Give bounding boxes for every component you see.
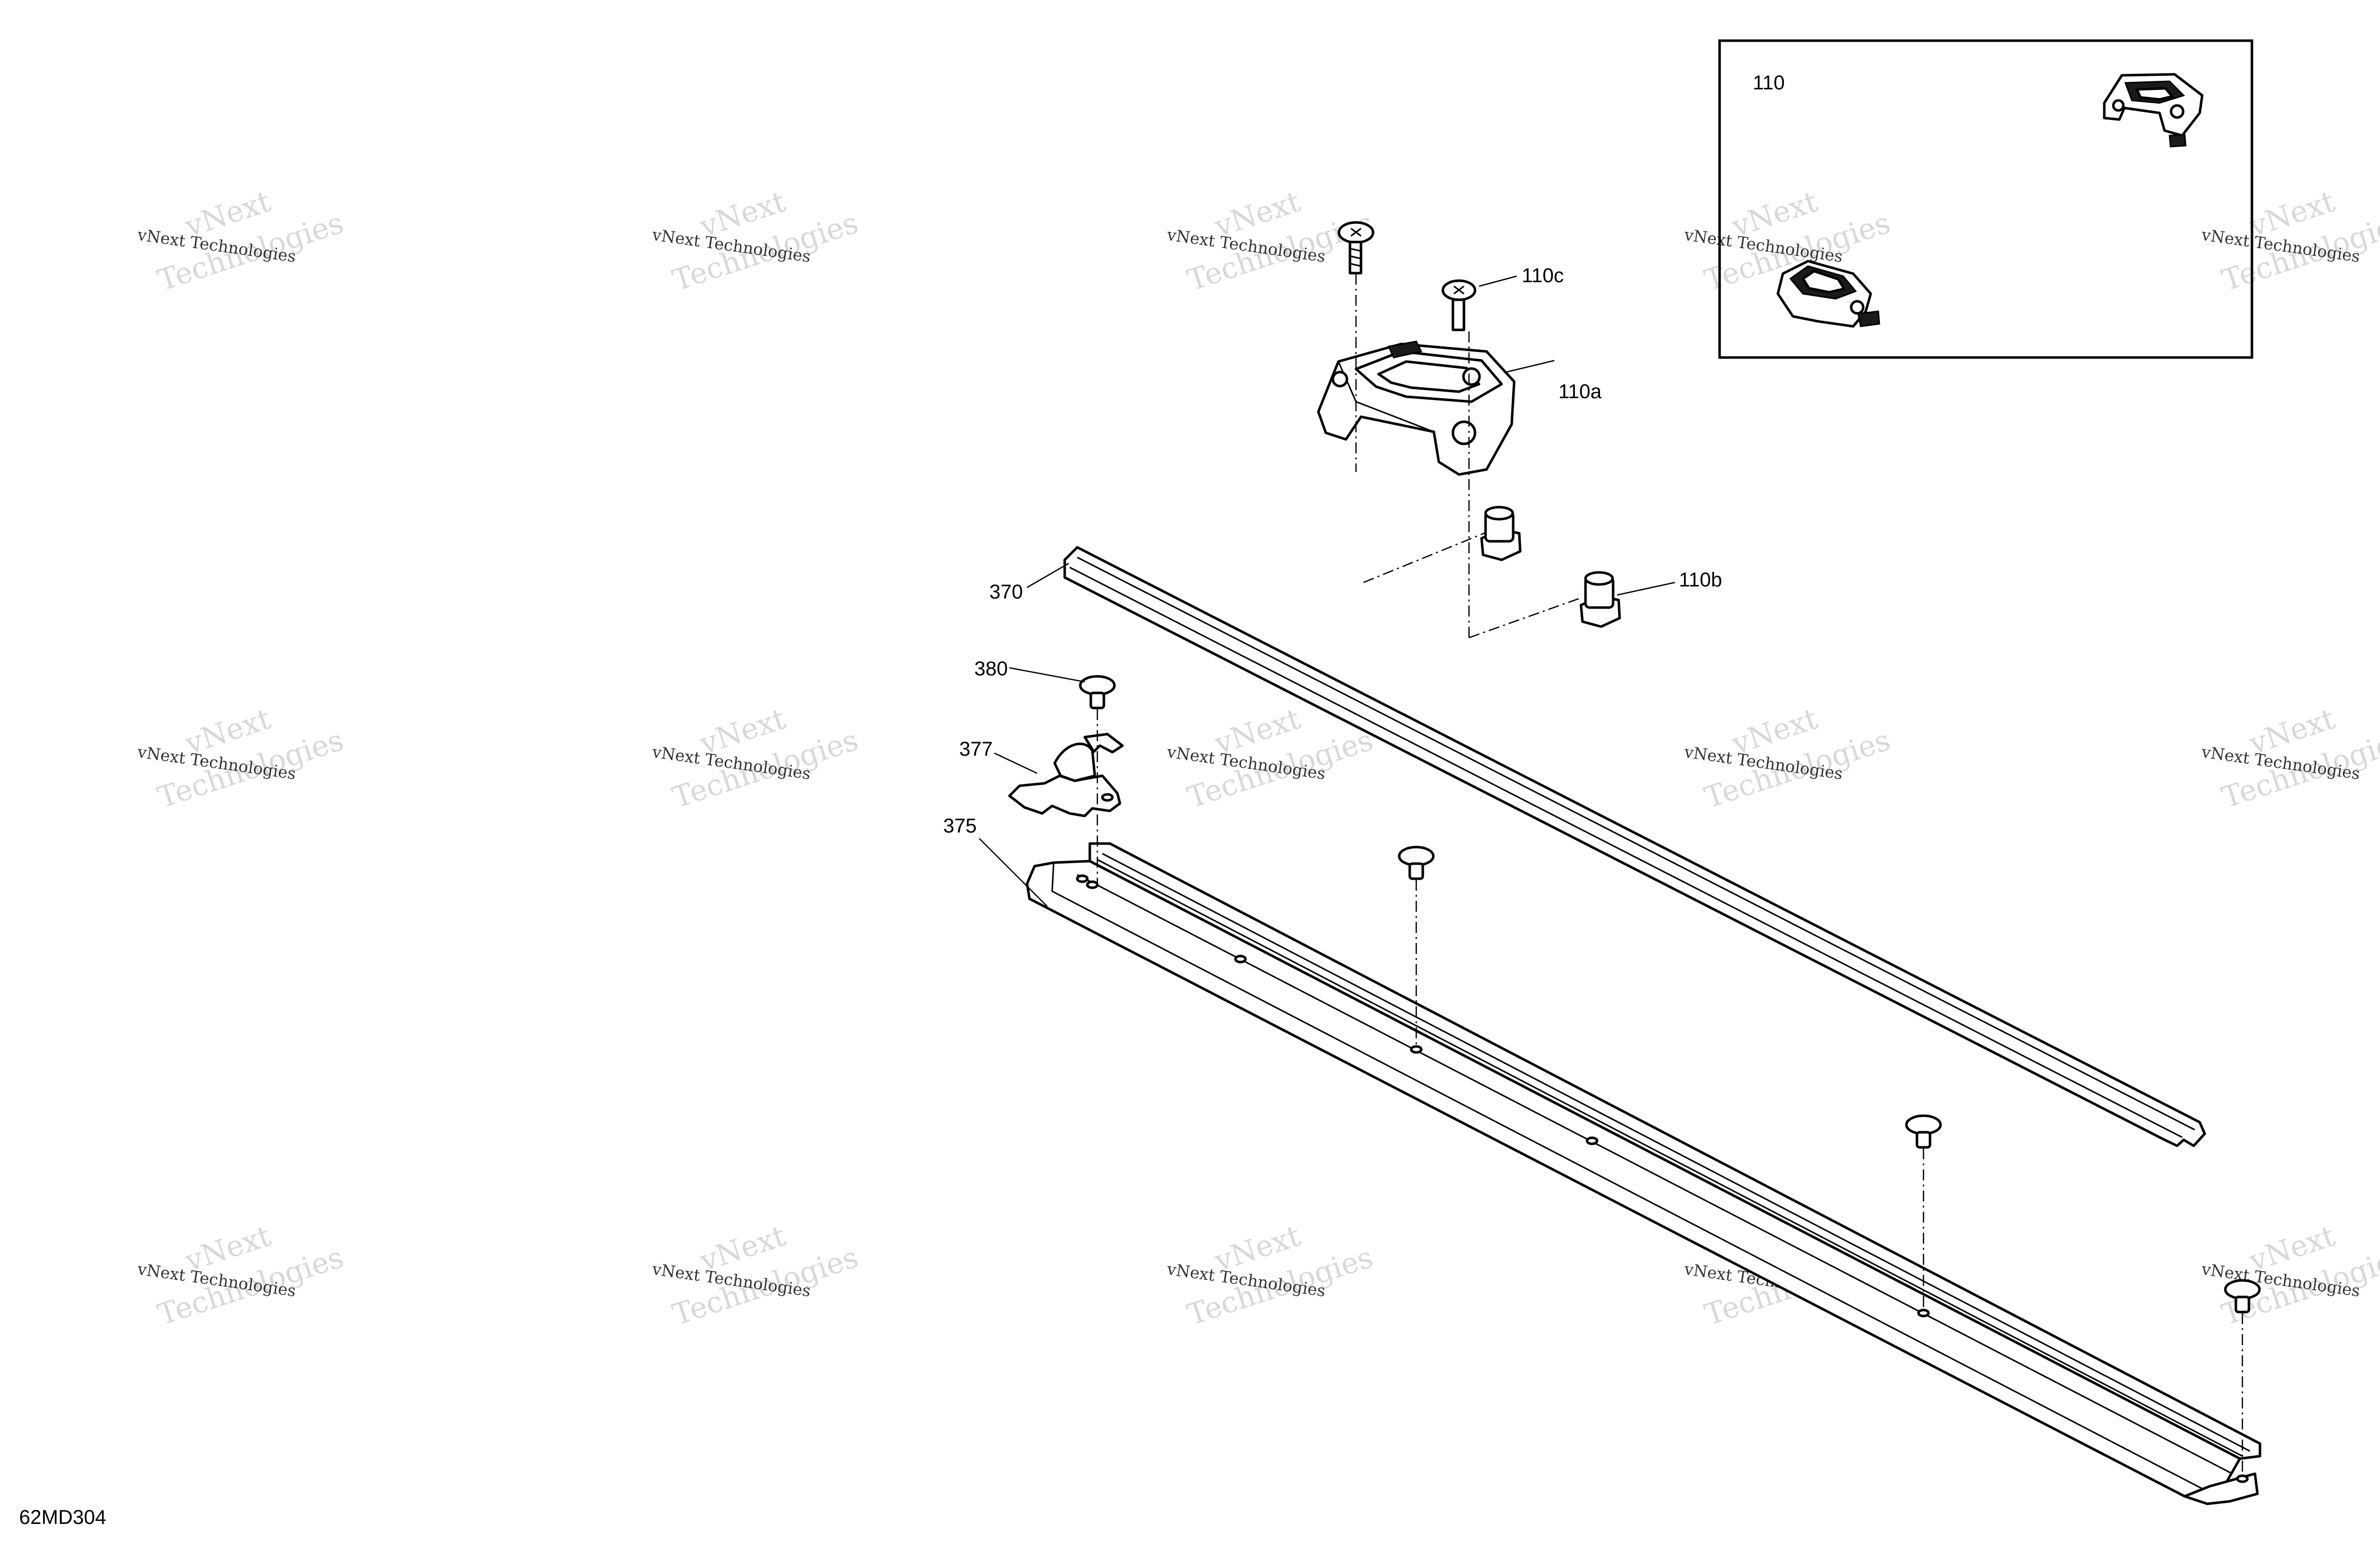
- callout-375: 375: [943, 815, 977, 837]
- callout-110a: 110a: [1558, 381, 1602, 403]
- screw-110c: [1441, 279, 1477, 331]
- diagram-code: 62MD304: [19, 1506, 106, 1528]
- rivet-380: [1079, 675, 1116, 709]
- rail-375: [1026, 842, 2261, 1505]
- rivet-far-right: [2224, 1279, 2261, 1314]
- inset-bracket-top: [2103, 73, 2204, 148]
- bracket-110a: [1317, 340, 1516, 476]
- rivet-middle: [1398, 846, 1435, 880]
- screw-top-left: [1337, 221, 1375, 275]
- profile-370: [1063, 546, 2206, 1147]
- nut-left: [1480, 506, 1522, 561]
- nut-110b: [1579, 571, 1621, 628]
- inset-bracket-bottom: [1776, 260, 1880, 328]
- callout-377: 377: [959, 738, 993, 760]
- callout-110c: 110c: [1522, 265, 1564, 287]
- clip-377: [1008, 733, 1124, 817]
- rivet-right: [1905, 1114, 1942, 1149]
- callout-110b: 110b: [1679, 569, 1722, 591]
- callout-370: 370: [989, 581, 1023, 603]
- inset-panel: 110: [1718, 39, 2253, 359]
- callout-110: 110: [1753, 72, 1785, 94]
- callout-380: 380: [974, 658, 1008, 680]
